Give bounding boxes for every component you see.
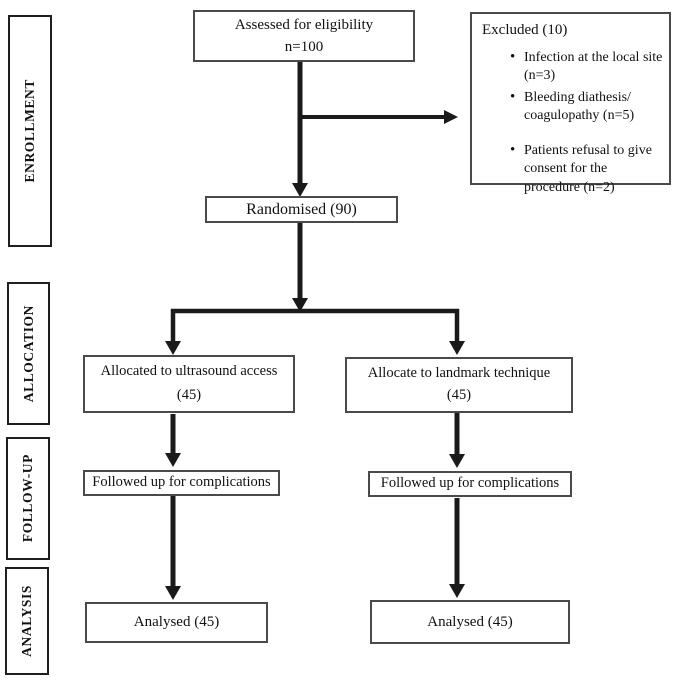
allocation-landmark-count: (45): [446, 387, 472, 404]
stage-box-allocation: ALLOCATION: [7, 282, 50, 425]
excluded-reason-item: Bleeding diathesis/ coagulopathy (n=5): [510, 88, 667, 125]
randomised-box: Randomised (90): [205, 196, 398, 223]
allocation-ultrasound-title: Allocated to ultrasound access: [100, 363, 278, 380]
excluded-title: Excluded (10): [482, 22, 568, 38]
excluded-reason-item: Infection at the local site (n=3): [510, 47, 667, 85]
analysed-landmark-box: Analysed (45): [370, 600, 570, 644]
allocation-ultrasound-count: (45): [176, 386, 202, 403]
excluded-reason-list: Infection at the local site (n=3) Bleedi…: [482, 47, 667, 197]
assessed-count: n=100: [284, 38, 324, 55]
followup-landmark-box: Followed up for complications: [368, 471, 572, 497]
followup-landmark-title: Followed up for complications: [380, 475, 560, 492]
allocation-landmark-box: Allocate to landmark technique (45): [345, 357, 573, 413]
randomised-title: Randomised (90): [246, 200, 357, 218]
stage-label-followup: FOLLOW-UP: [20, 454, 35, 543]
stage-box-analysis: ANALYSIS: [5, 567, 49, 675]
analysed-landmark-title: Analysed (45): [427, 613, 513, 630]
analysed-ultrasound-title: Analysed (45): [133, 614, 220, 631]
stage-label-enrollment: ENROLLMENT: [22, 79, 37, 183]
analysed-ultrasound-box: Analysed (45): [85, 602, 268, 643]
allocation-landmark-title: Allocate to landmark technique: [367, 364, 551, 381]
excluded-reason-item: Patients refusal to give consent for the…: [510, 141, 667, 197]
assessed-for-eligibility-box: Assessed for eligibility n=100: [193, 10, 415, 62]
followup-ultrasound-title: Followed up for complications: [92, 474, 271, 491]
stage-label-analysis: ANALYSIS: [19, 585, 34, 657]
allocation-ultrasound-box: Allocated to ultrasound access (45): [83, 355, 295, 413]
excluded-box: Excluded (10) Infection at the local sit…: [470, 12, 671, 195]
assessed-title: Assessed for eligibility: [234, 17, 374, 33]
stage-label-allocation: ALLOCATION: [20, 304, 36, 403]
followup-ultrasound-box: Followed up for complications: [83, 470, 280, 496]
stage-box-followup: FOLLOW-UP: [6, 437, 50, 560]
stage-box-enrollment: ENROLLMENT: [8, 15, 52, 247]
